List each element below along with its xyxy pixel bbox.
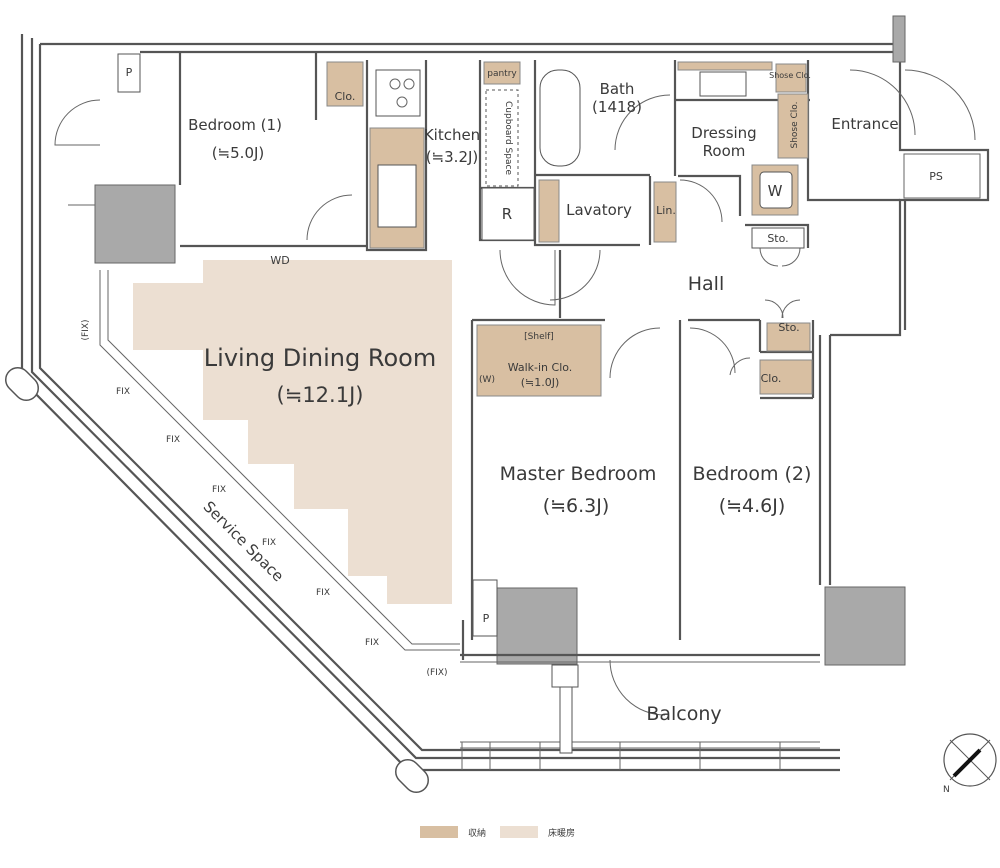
fix-label-1: FIX [116,387,130,397]
fix-label-6: FIX [365,638,379,648]
pipe-space-p1: P [126,66,133,79]
washer-label: W [768,182,783,200]
walk-in-closet [476,324,602,397]
bedroom2-name: Bedroom (2) [693,463,812,485]
balcony-railing [460,664,820,770]
interior-walls [178,52,900,660]
cupboard-label: Cupboard Space [503,101,513,175]
door-swings [54,69,976,716]
storage-hall [766,322,811,352]
legend-swatch-floor-heating [500,826,538,838]
hall-name: Hall [688,273,725,295]
walkin-label: Walk-in Clo. [508,361,573,374]
closet-label-1: Clo. [335,90,356,103]
legend-label-floor-heating: 床暖房 [548,827,575,839]
closet-label-2: Clo. [761,372,782,385]
fix-paren-label-1: (FIX) [81,319,91,340]
dressing-name2: Room [703,142,746,160]
shoe-closet [777,93,809,159]
facade-windows [99,270,820,663]
bath-size: (1418) [592,98,642,116]
balcony-name: Balcony [646,703,721,725]
entrance-name: Entrance [831,115,898,133]
living-size: (≒12.1J) [277,383,364,407]
bedroom1-name: Bedroom (1) [188,116,282,134]
master-size: (≒6.3J) [543,495,610,517]
shoe-closet-label: Shose Clo. [790,101,800,148]
refrigerator-label: R [502,205,512,223]
storage-areas [117,53,813,637]
walkin-size: (≒1.0J) [521,376,560,389]
column [496,587,578,665]
legend: 収納 床暖房 [420,826,575,839]
fix-label-3: FIX [212,485,226,495]
storage-label-2: Sto. [778,321,799,334]
closet-bedroom2 [759,359,813,395]
column [824,586,906,666]
dressing-name: Dressing [691,124,756,142]
bedroom1-size: (≒5.0J) [212,144,265,162]
pantry [483,61,521,85]
legend-swatch-storage [420,826,458,838]
shoe-closet-small-label: Shose Clo. [769,71,811,80]
ps-label: PS [929,170,943,183]
walkin-w-label: (W) [479,375,495,385]
linen-closet [653,181,677,243]
master-name: Master Bedroom [500,463,657,485]
fix-label-2: FIX [166,435,180,445]
compass [943,733,997,787]
storage-label-1: Sto. [767,232,788,245]
closet-bedroom1 [326,61,364,107]
dressing-shelf [677,61,773,71]
linen-label: Lin. [656,204,676,217]
column [892,15,906,63]
fix-label-4: FIX [262,538,276,548]
bedroom2-size: (≒4.6J) [719,495,786,517]
outer-walls [20,16,990,772]
fix-paren-label-2: (FIX) [426,668,447,678]
pipe-space-p2: P [483,612,490,625]
fix-label-5: FIX [316,588,330,598]
pantry-label: pantry [487,69,517,79]
shelf-label: [Shelf] [524,332,554,342]
compass-label: N [943,785,950,795]
kitchen-name: Kitchen [424,126,480,144]
kitchen-size: (≒3.2J) [426,148,479,166]
bath-name: Bath [600,80,635,98]
legend-label-storage: 収納 [468,827,486,839]
column [94,184,176,264]
shoe-closet-small [775,63,807,93]
lavatory-counter [538,179,560,243]
wd-label: WD [270,254,289,267]
floor-heating-area [133,260,452,604]
lavatory-name: Lavatory [566,201,632,219]
living-name: Living Dining Room [204,344,436,372]
